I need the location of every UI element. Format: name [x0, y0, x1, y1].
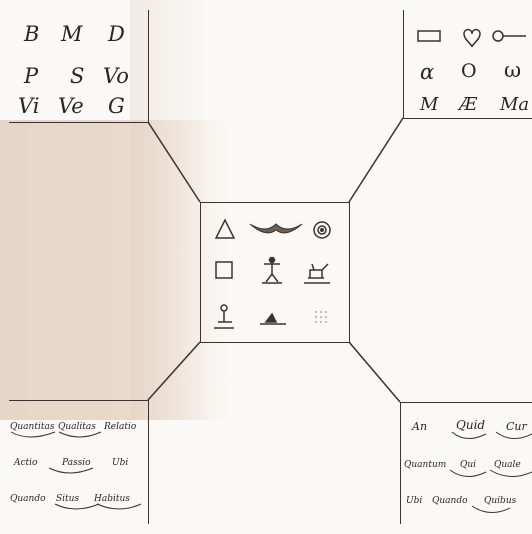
- square-icon: [216, 262, 232, 278]
- flourish-lines: [400, 402, 532, 524]
- letter-vi: Vi: [18, 94, 40, 118]
- letter-ma: Ma: [500, 94, 529, 115]
- center-hieroglyphs: [206, 208, 346, 338]
- symbol-row-top-right: [416, 24, 526, 50]
- connector-bottom-left: [148, 342, 200, 400]
- key-icon: [493, 31, 503, 41]
- letter-m-right: M: [420, 94, 438, 115]
- omega-symbol: ω: [504, 58, 521, 82]
- letter-m: M: [61, 22, 83, 46]
- heart-icon: [464, 30, 480, 48]
- omicron-symbol: O: [461, 60, 477, 82]
- rectangle-icon: [418, 31, 440, 41]
- connector-bottom-right: [349, 342, 400, 402]
- letter-d: D: [108, 22, 125, 46]
- triangle-icon: [216, 220, 234, 238]
- winged-disc-icon: [250, 224, 302, 233]
- letter-ae: Æ: [459, 94, 477, 115]
- letter-g: G: [108, 94, 125, 118]
- flourish-lines-left: [9, 400, 149, 524]
- letter-p: P: [24, 64, 38, 88]
- connector-top-left: [148, 122, 200, 202]
- small-figure-icon: [260, 314, 286, 324]
- vessel-icon: [214, 305, 234, 328]
- animal-figure-icon: [304, 264, 330, 283]
- alpha-symbol: α: [420, 60, 434, 84]
- figure-icon: [262, 258, 282, 284]
- letter-s: S: [70, 64, 84, 88]
- connector-top-right: [349, 118, 403, 202]
- letter-vo: Vo: [103, 64, 129, 88]
- dots-icon: [315, 311, 327, 323]
- letter-ve: Ve: [58, 94, 84, 118]
- letter-b: B: [24, 22, 39, 46]
